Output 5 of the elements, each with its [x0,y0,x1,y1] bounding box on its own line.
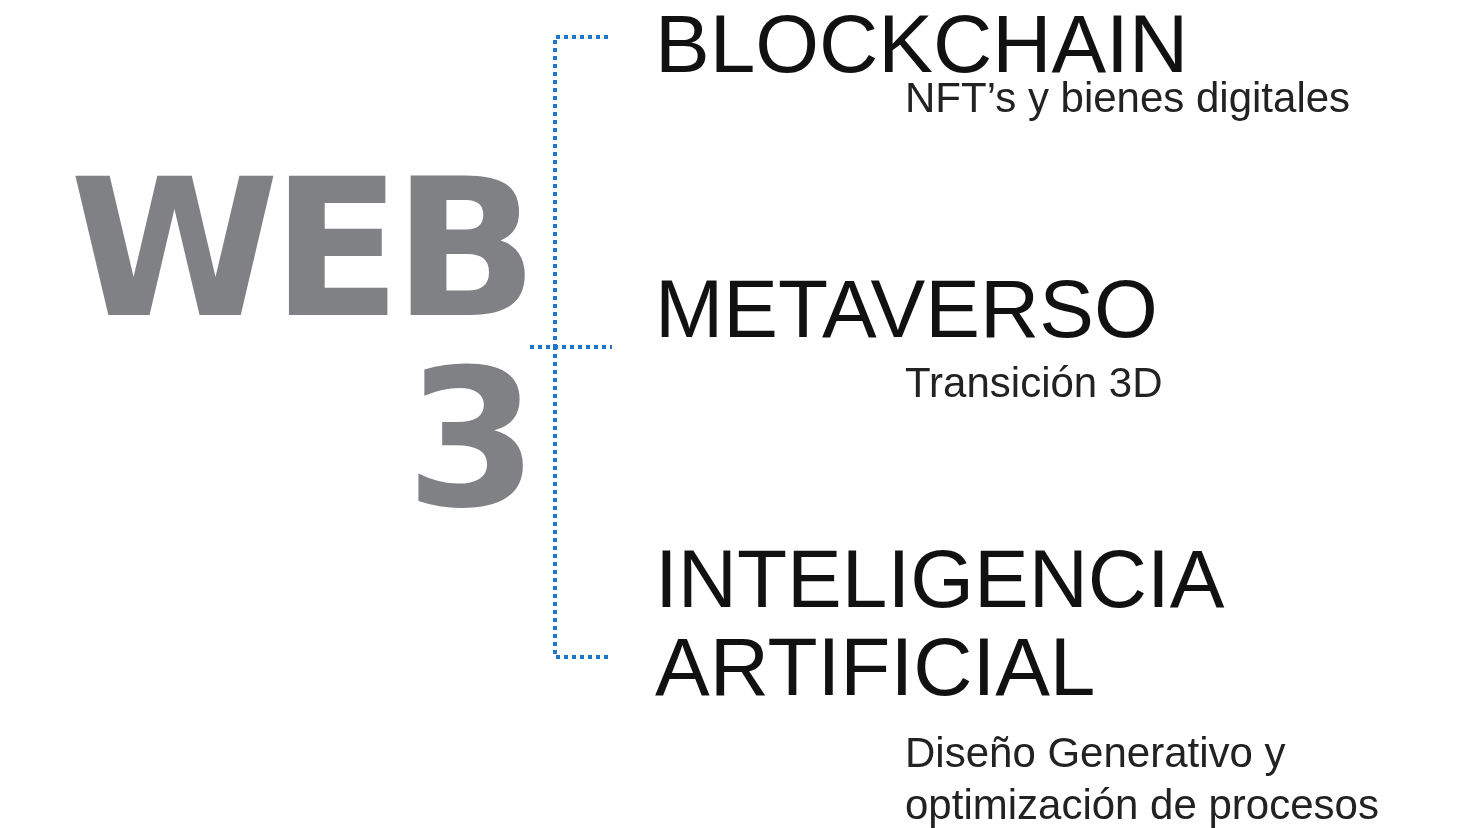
heading-text: METAVERSO [655,265,1159,353]
description-text: Diseño Generativo y optimización de procesos [905,728,1380,828]
title-text: WEB 3 [68,155,530,535]
description-text: Transición 3D [905,358,1164,408]
heading-text: INTELIGENCIA ARTIFICIAL [655,535,1222,711]
